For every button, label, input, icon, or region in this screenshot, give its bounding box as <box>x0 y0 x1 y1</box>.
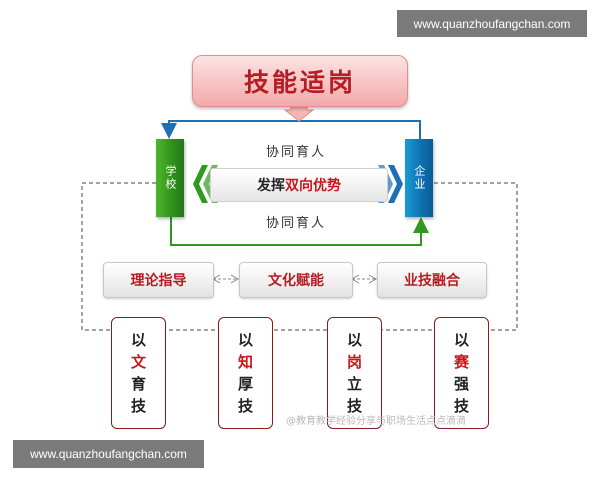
dashed-frame <box>81 182 518 331</box>
pill-theory: 理论指导 <box>103 262 214 298</box>
source-watermark: @教育教学经验分享与职场生活点点滴滴 <box>286 416 466 427</box>
title-box: 技能适岗 <box>192 55 408 107</box>
card-competition-skill: 以赛强技 <box>434 317 489 429</box>
pill-integration: 业技融合 <box>377 262 487 298</box>
title-down-arrow <box>283 104 315 122</box>
card-post-skill: 以岗立技 <box>327 317 382 429</box>
bottom-loop-arrow <box>170 217 429 246</box>
watermark-top: www.quanzhoufangchan.com <box>397 10 587 37</box>
watermark-bottom: www.quanzhoufangchan.com <box>13 440 204 468</box>
band-text-part2: 双向优势 <box>285 178 341 194</box>
card-culture-skill: 以文育技 <box>111 317 166 429</box>
school-pillar: 学校 <box>156 139 184 217</box>
top-loop-arrow <box>161 120 421 139</box>
pill-culture: 文化赋能 <box>239 262 353 298</box>
company-pillar: 企业 <box>405 139 433 217</box>
coop-top-label: 协同育人 <box>266 145 327 160</box>
center-band: 发挥双向优势 <box>210 168 388 202</box>
coop-bottom-label: 协同育人 <box>266 216 327 231</box>
card-knowledge-skill: 以知厚技 <box>218 317 273 429</box>
band-text-part1: 发挥 <box>257 178 285 194</box>
